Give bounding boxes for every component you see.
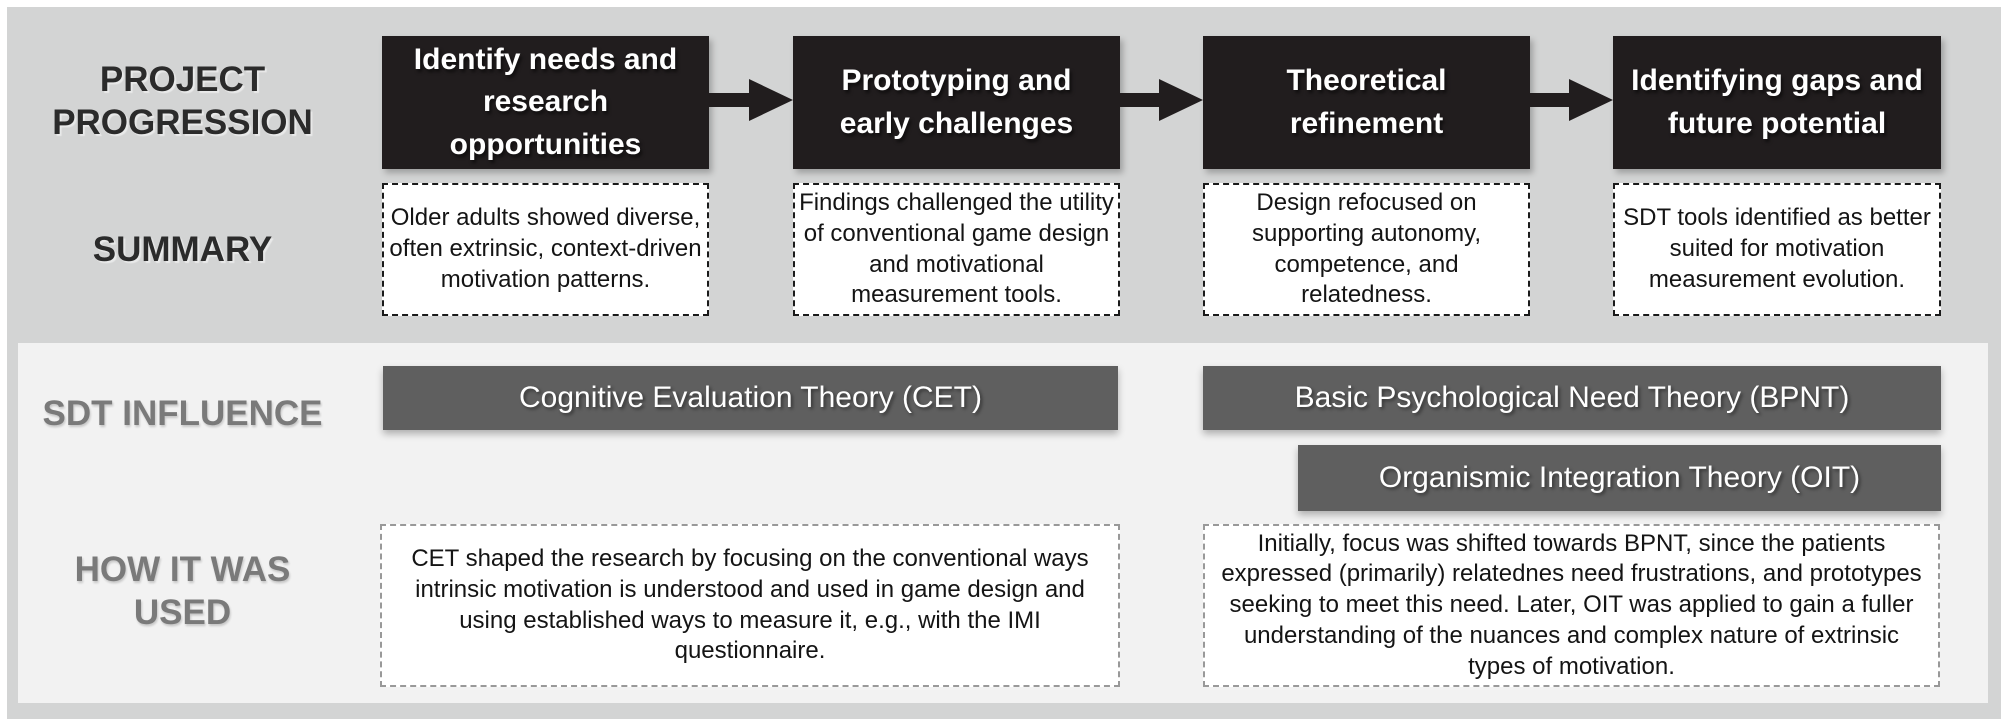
theory-bar-cet: Cognitive Evaluation Theory (CET)	[383, 366, 1118, 430]
theory-bar-label: Organismic Integration Theory (OIT)	[1378, 461, 1861, 494]
row-label-summary: SUMMARY	[10, 188, 355, 312]
summary-box-theoretical-refinement: Design refocused on supporting autonomy,…	[1203, 183, 1530, 316]
row-label-text: SDT INFLUENCE	[42, 393, 323, 433]
stage-title: Identify needs and research opportunitie…	[413, 42, 678, 161]
arrow-head	[1569, 79, 1613, 121]
theory-bar-bpnt: Basic Psychological Need Theory (BPNT)	[1203, 366, 1941, 430]
arrow-head	[749, 79, 793, 121]
usage-text: CET shaped the research by focusing on t…	[411, 545, 1089, 665]
arrow-shaft	[1530, 93, 1569, 107]
row-label-text: SUMMARY	[92, 229, 273, 269]
usage-box-bpnt-oit: Initially, focus was shifted towards BPN…	[1203, 524, 1940, 687]
summary-text: Design refocused on supporting autonomy,…	[1251, 189, 1482, 309]
summary-text: Findings challenged the utility of conve…	[799, 189, 1114, 309]
usage-text: Initially, focus was shifted towards BPN…	[1221, 529, 1922, 680]
arrow-right-icon	[1120, 79, 1203, 121]
stage-title: Identifying gaps and future potential	[1631, 63, 1923, 140]
row-label-project-progression: PROJECT PROGRESSION	[10, 38, 355, 166]
theory-bar-label: Basic Psychological Need Theory (BPNT)	[1294, 381, 1850, 414]
stage-box-identifying-gaps: Identifying gaps and future potential	[1613, 36, 1941, 169]
row-label-text: HOW IT WAS USED	[74, 550, 291, 632]
summary-text: SDT tools identified as better suited fo…	[1623, 204, 1931, 293]
stage-box-prototyping: Prototyping and early challenges	[793, 36, 1120, 169]
summary-text: Older adults showed diverse, often extri…	[389, 204, 702, 293]
summary-box-identifying-gaps: SDT tools identified as better suited fo…	[1613, 183, 1941, 316]
theory-bar-oit: Organismic Integration Theory (OIT)	[1298, 445, 1941, 511]
theory-bar-label: Cognitive Evaluation Theory (CET)	[519, 381, 982, 414]
arrow-right-icon	[1530, 79, 1613, 121]
arrow-right-icon	[709, 79, 793, 121]
row-label-how-it-was-used: HOW IT WAS USED	[10, 528, 355, 656]
stage-title: Theoretical refinement	[1286, 63, 1447, 140]
stage-box-theoretical-refinement: Theoretical refinement	[1203, 36, 1530, 169]
usage-box-cet: CET shaped the research by focusing on t…	[380, 524, 1120, 687]
arrow-head	[1159, 79, 1203, 121]
stage-box-identify-needs: Identify needs and research opportunitie…	[382, 36, 709, 169]
arrow-shaft	[1120, 93, 1159, 107]
summary-box-identify-needs: Older adults showed diverse, often extri…	[382, 183, 709, 316]
summary-box-prototyping: Findings challenged the utility of conve…	[793, 183, 1120, 316]
arrow-shaft	[709, 93, 749, 107]
row-label-text: PROJECT PROGRESSION	[52, 60, 313, 142]
stage-title: Prototyping and early challenges	[839, 63, 1074, 140]
row-label-sdt-influence: SDT INFLUENCE	[10, 358, 355, 470]
